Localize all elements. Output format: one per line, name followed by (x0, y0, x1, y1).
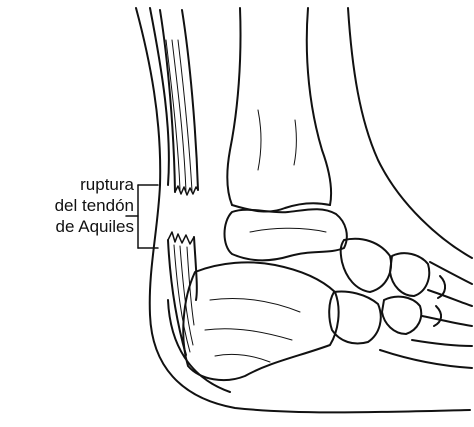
tendon-lower-right-edge (194, 237, 197, 300)
cuneiform-outline (390, 253, 429, 296)
metatarsal (422, 316, 472, 326)
navicular-outline (341, 239, 391, 292)
annotation-line-2: del tendón (55, 196, 134, 216)
metatarsal (380, 350, 472, 368)
cuneiforms (382, 253, 429, 334)
metatarsal (428, 290, 472, 306)
tibia-texture (258, 110, 261, 170)
annotation-line-1: ruptura (80, 175, 134, 195)
tibia-back-edge (227, 8, 240, 205)
tendon-upper-frayed-end (175, 186, 198, 195)
metatarsal (430, 262, 472, 284)
talus (225, 209, 347, 260)
calcaneus-outline (183, 262, 338, 380)
talus-texture (250, 228, 326, 232)
calcaneus-texture (205, 329, 292, 340)
cuneiform-outline (382, 297, 421, 334)
calcaneus (183, 262, 338, 380)
leg-outline-front (348, 8, 472, 258)
tibia-front-edge (307, 8, 331, 205)
annotation-line-3: de Aquiles (56, 217, 134, 237)
metatarsals (380, 262, 472, 368)
calcaneus-texture (210, 299, 300, 313)
navicular (341, 239, 391, 292)
tendon-lower-frayed-end (168, 232, 194, 244)
metatarsal-head (434, 306, 441, 326)
calcaneus-texture (215, 354, 270, 362)
talus-outline (225, 209, 347, 260)
tibia-texture (294, 120, 296, 165)
tibia (227, 8, 331, 212)
metatarsal (412, 340, 472, 346)
